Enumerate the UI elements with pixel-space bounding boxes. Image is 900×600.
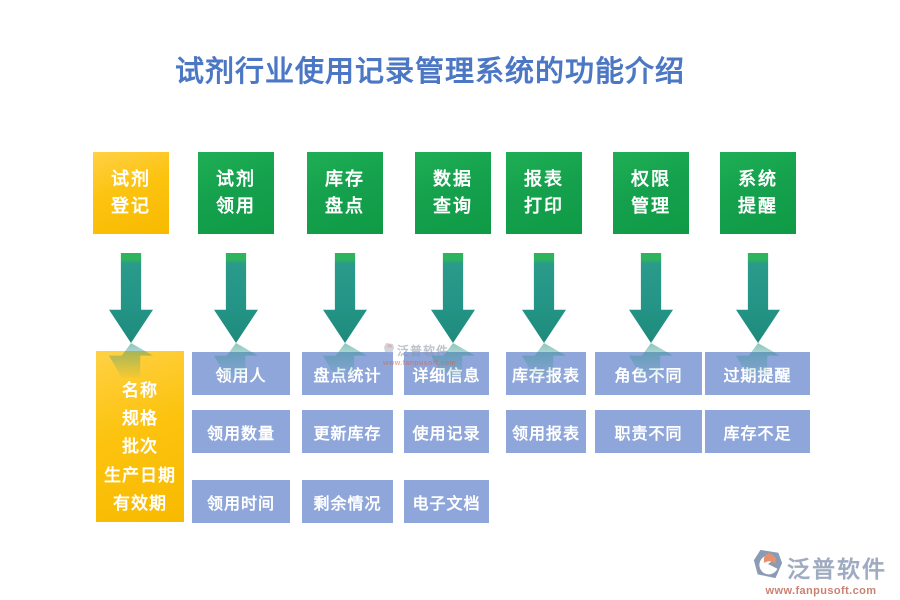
feature-item: 使用记录 xyxy=(404,410,489,453)
column-header-data-query: 数据 查询 xyxy=(415,152,491,234)
column-header-inventory-count: 库存 盘点 xyxy=(307,152,383,234)
feature-item: 剩余情况 xyxy=(302,480,393,523)
feature-item: 更新库存 xyxy=(302,410,393,453)
column-header-reagent-requisition: 试剂 领用 xyxy=(198,152,274,234)
page-title: 试剂行业使用记录管理系统的功能介绍 xyxy=(174,56,685,88)
arrow-down-icon xyxy=(431,253,475,343)
watermark-logo-icon xyxy=(383,341,395,359)
arrow-down-icon xyxy=(522,253,566,343)
feature-item: 库存不足 xyxy=(705,410,810,453)
fanpusoft-logo-icon xyxy=(752,548,784,585)
column-header-report-print: 报表 打印 xyxy=(506,152,582,234)
arrow-down-icon xyxy=(214,253,258,343)
feature-item: 电子文档 xyxy=(404,480,489,523)
feature-item: 职责不同 xyxy=(595,410,702,453)
arrow-down-icon xyxy=(323,253,367,343)
reagent-registration-detail-panel: 名称 规格 批次 生产日期 有效期 xyxy=(96,351,184,522)
feature-item: 领用时间 xyxy=(192,480,290,523)
watermark-url: www.fanpusoft.com xyxy=(383,360,457,367)
arrow-down-icon xyxy=(736,253,780,343)
arrow-down-icon xyxy=(629,253,673,343)
arrow-down-icon xyxy=(109,253,153,343)
column-header-permission-management: 权限 管理 xyxy=(613,152,689,234)
feature-item: 领用报表 xyxy=(506,410,586,453)
footer-logo-brand: 泛普软件 xyxy=(787,555,887,582)
column-header-system-reminder: 系统 提醒 xyxy=(720,152,796,234)
feature-item: 领用数量 xyxy=(192,410,290,453)
watermark-brand: 泛普软件 xyxy=(397,343,450,358)
column-header-reagent-registration: 试剂 登记 xyxy=(93,152,169,234)
footer-logo: 泛普软件 www.fanpusoft.com xyxy=(752,548,897,597)
footer-logo-url: www.fanpusoft.com xyxy=(765,585,877,597)
center-watermark: 泛普软件 www.fanpusoft.com xyxy=(383,341,456,367)
